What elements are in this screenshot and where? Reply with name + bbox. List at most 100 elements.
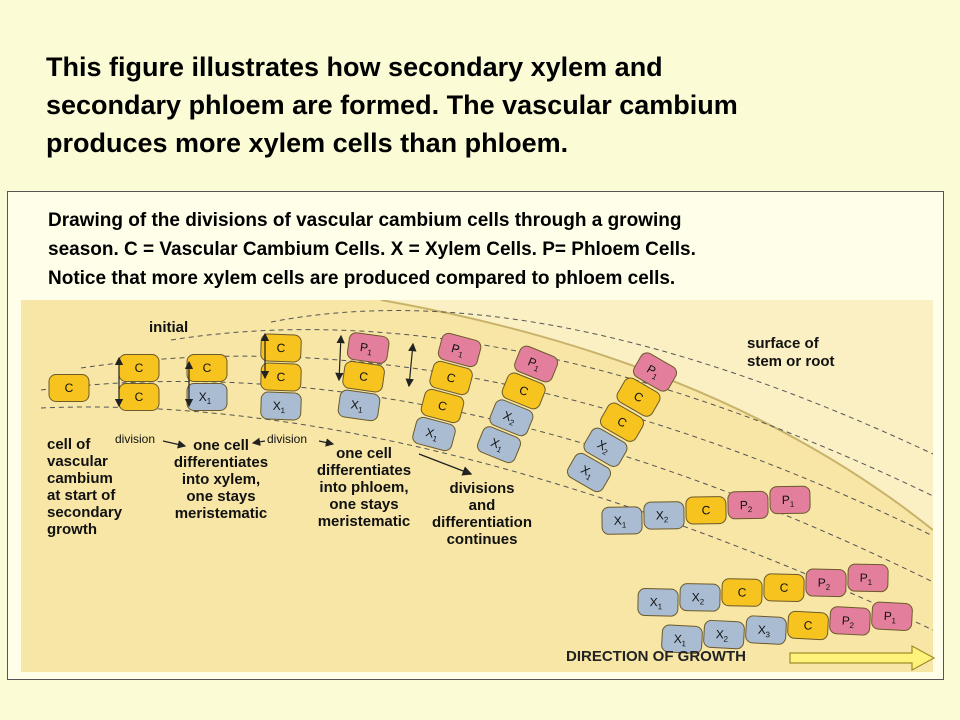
direction-of-growth: DIRECTION OF GROWTH [566,644,938,672]
cell-column: CC [118,354,160,411]
svg-text:divisions: divisions [449,480,514,497]
svg-text:and: and [469,497,496,514]
phloem-cell: P1 [632,352,678,392]
cambium-cell: C [721,578,763,607]
stage-label-continues: divisions and differentiation continues [432,480,532,548]
phloem-cell: P1 [514,345,559,383]
cambium-cell: C [616,377,661,417]
cambium-cell: C [118,354,160,382]
svg-text:C: C [65,381,74,395]
caption-line: season. C = Vascular Cambium Cells. X = … [48,239,696,260]
title-line: produces more xylem cells than phloem. [46,128,569,158]
outer-surface-band [381,300,933,530]
xylem-cell: X2 [679,583,721,612]
svg-text:C: C [803,618,813,632]
division-label: division [115,432,155,446]
svg-text:secondary: secondary [47,504,123,521]
cambium-cell: C [342,360,385,393]
cambium-cell: C [599,402,645,442]
initial-label: initial [149,319,188,336]
direction-label: DIRECTION OF GROWTH [566,648,746,665]
cambium-cell: C [501,372,546,410]
xylem-cell: X1 [661,624,703,654]
phloem-cell: P1 [769,485,811,515]
caption-line: Notice that more xylem cells are produce… [48,268,676,289]
svg-text:differentiation: differentiation [432,514,532,531]
cambium-cell: C [787,610,829,641]
division-arrow [335,334,345,382]
svg-text:C: C [702,503,711,517]
cell-row-guide [270,310,933,455]
svg-text:C: C [445,370,457,386]
svg-text:meristematic: meristematic [175,505,268,522]
xylem-cell: X1 [566,452,612,493]
cambium-cell: C [685,496,727,525]
cell-column: X1 C C [260,333,302,421]
division-arrow [162,440,187,449]
surface-label: stem or root [747,353,835,370]
svg-text:C: C [276,370,285,384]
phloem-cell: P2 [805,568,847,598]
svg-text:differentiates: differentiates [174,454,268,471]
xylem-cell: X1 [186,383,228,411]
svg-text:cell of: cell of [47,436,91,453]
cambium-cell: C [429,360,473,396]
svg-text:C: C [276,341,285,355]
svg-text:vascular: vascular [47,453,108,470]
svg-text:continues: continues [447,531,518,548]
surface-line [380,300,933,531]
phloem-cell: P1 [346,332,390,364]
phloem-cell: P1 [847,563,889,593]
svg-text:meristematic: meristematic [318,513,411,530]
xylem-cell: X1 [412,416,456,452]
slide-title: This figure illustrates how secondary xy… [46,48,926,162]
stage-label-xylem: one cell differentiates into xylem, one … [174,437,268,522]
phloem-cell: P1 [437,332,482,368]
direction-arrow-icon [789,644,936,672]
xylem-cell: X3 [745,615,787,645]
stage-label-start: cell of vascular cambium at start of sec… [47,436,123,538]
xylem-cell: X2 [583,427,628,467]
svg-text:growth: growth [47,521,97,538]
title-line: secondary phloem are formed. The vascula… [46,90,738,120]
svg-text:C: C [780,581,789,595]
svg-text:one stays: one stays [186,488,255,505]
xylem-cell: X1 [337,389,381,422]
svg-text:C: C [738,585,747,599]
cambium-cell: C [260,362,302,392]
cell-column: X1 CC P1 [412,332,482,452]
phloem-cell: P2 [727,490,769,520]
caption-line: Drawing of the divisions of vascular cam… [48,210,682,231]
svg-text:cambium: cambium [47,470,113,487]
xylem-cell: X2 [703,619,745,650]
svg-text:differentiates: differentiates [317,462,411,479]
cambium-cell: C [763,573,805,602]
cambium-cell: C [186,354,228,382]
continue-arrow [418,453,473,476]
figure-frame: Drawing of the divisions of vascular cam… [7,191,944,680]
svg-text:into xylem,: into xylem, [182,471,260,488]
figure-caption: Drawing of the divisions of vascular cam… [48,206,938,293]
svg-text:C: C [437,398,449,414]
xylem-cell: X1 [260,391,302,421]
phloem-cell: P2 [829,606,871,636]
cambium-cell: C [420,388,465,424]
cell-column: C [48,374,90,402]
svg-text:at start of: at start of [47,487,116,504]
svg-text:C: C [203,361,212,375]
cambium-cell: C [118,383,160,411]
svg-text:one cell: one cell [193,437,249,454]
phloem-cell: P1 [871,601,913,631]
svg-text:one cell: one cell [336,445,392,462]
surface-label: surface of [747,335,820,352]
division-arrow [405,342,417,388]
division-arrow [251,437,266,446]
cell-row-guide [40,380,933,583]
svg-text:C: C [135,390,144,404]
xylem-cell: X2 [643,501,685,530]
